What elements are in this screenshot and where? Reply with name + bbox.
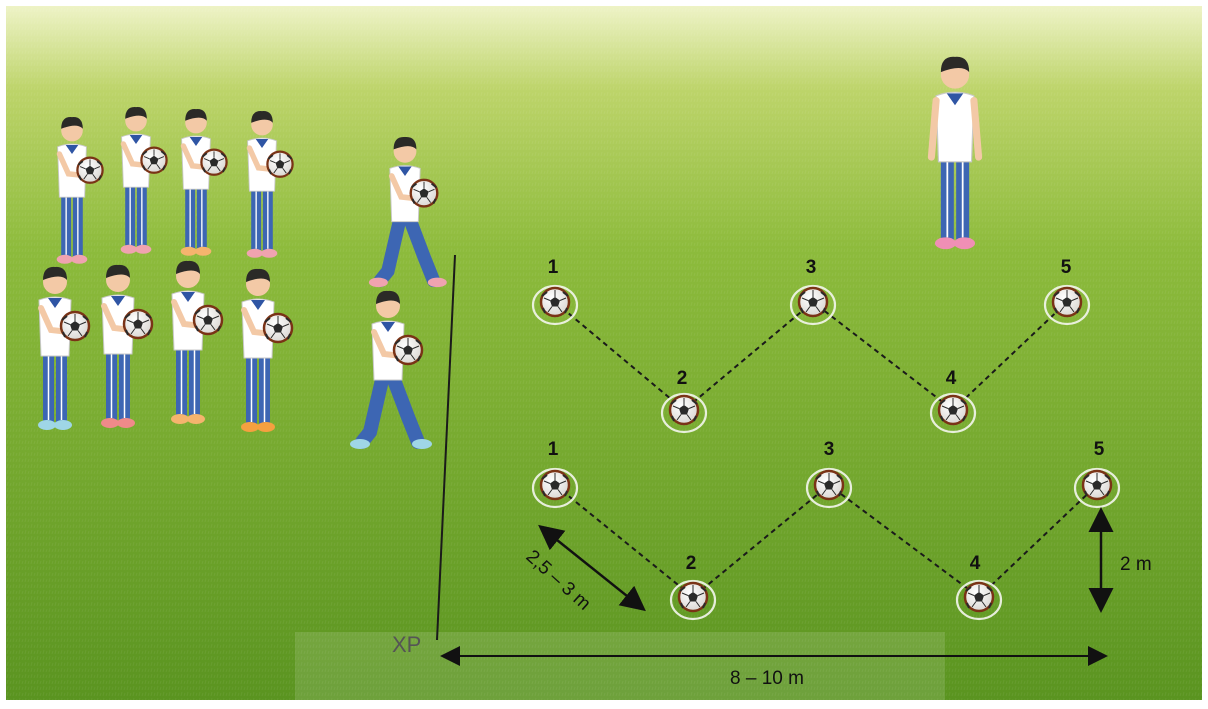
start-line (436, 254, 456, 641)
soccer-ball-icon (392, 334, 424, 366)
student-back-2 (120, 107, 168, 254)
bottom-number-4: 4 (970, 553, 981, 574)
student-running-top (368, 136, 447, 288)
top-number-5: 5 (1061, 257, 1072, 278)
top-number-2: 2 (677, 368, 688, 389)
student-back-1 (56, 117, 104, 264)
bottom-number-5: 5 (1094, 439, 1105, 460)
teacher (927, 56, 983, 250)
soccer-ball-icon (266, 150, 294, 178)
soccer-ball-icon (122, 308, 154, 340)
soccer-ball-icon (262, 312, 294, 344)
soccer-ball-icon (59, 310, 91, 342)
bottom-number-3: 3 (824, 439, 835, 460)
bottom-number-1: 1 (548, 439, 559, 460)
diagonal-distance-arrow (538, 524, 646, 612)
student-front-3 (171, 260, 224, 424)
student-back-3 (180, 109, 228, 256)
student-front-4 (241, 268, 294, 432)
horizontal-distance-label: 8 – 10 m (730, 668, 804, 689)
top-number-1: 1 (548, 257, 559, 278)
soccer-ball-icon (409, 178, 439, 208)
soccer-ball-icon (76, 156, 104, 184)
student-back-4 (246, 111, 294, 258)
soccer-ball-icon (140, 146, 168, 174)
label-band (295, 632, 945, 700)
soccer-ball-icon (192, 304, 224, 336)
student-running-bottom (350, 290, 432, 449)
vertical-distance-label: 2 m (1120, 554, 1152, 575)
top-number-4: 4 (946, 368, 957, 389)
soccer-ball-icon (200, 148, 228, 176)
student-front-1 (38, 266, 91, 430)
bottom-number-2: 2 (686, 553, 697, 574)
student-front-2 (101, 264, 154, 428)
top-number-3: 3 (806, 257, 817, 278)
student-group (38, 56, 983, 449)
start-position-label: XP (392, 632, 421, 657)
